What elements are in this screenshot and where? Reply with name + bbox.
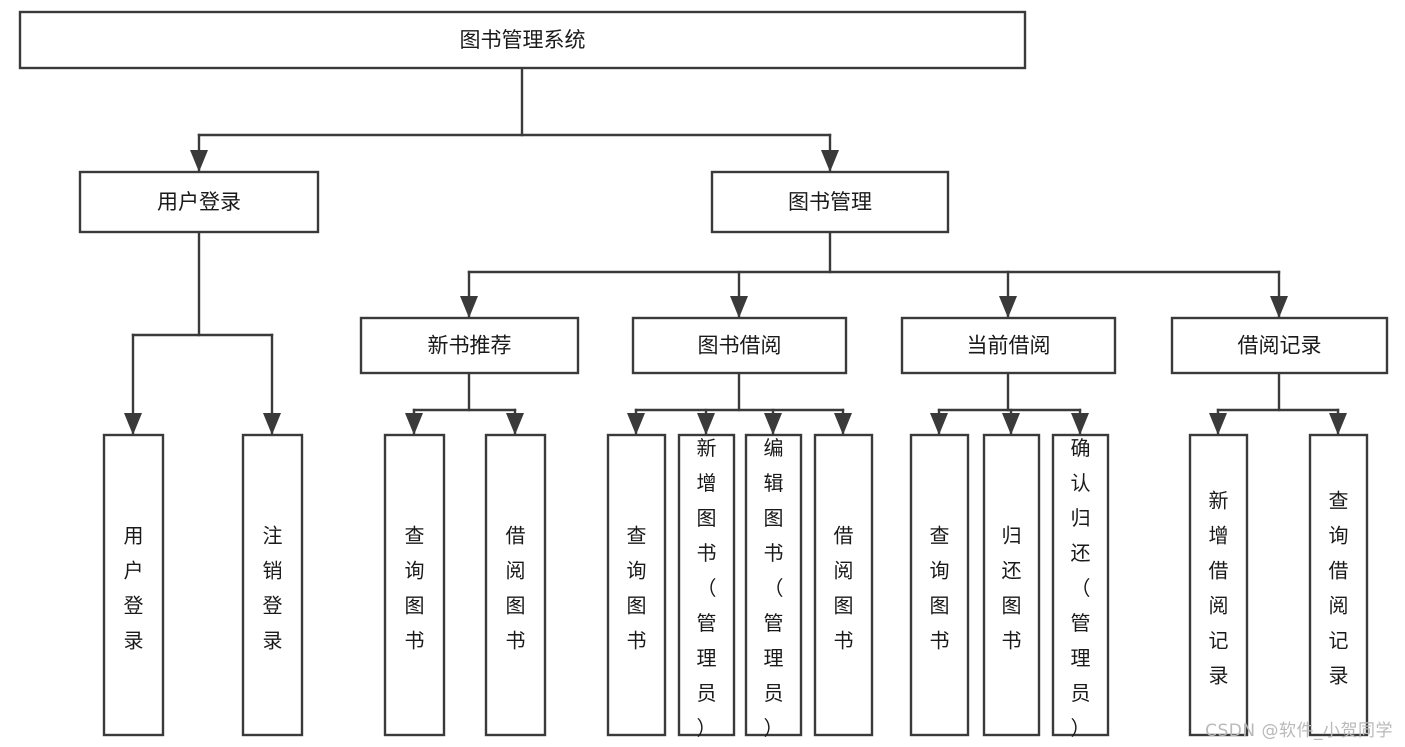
node-label-leaf-query-book-borrow: 查询图书 [627, 523, 647, 652]
node-box-leaf-borrow-book-rec[interactable] [484, 433, 547, 737]
node-box-leaf-query-book-borrow[interactable] [606, 433, 667, 737]
arrow-head-icon [821, 150, 839, 172]
arrow-head-icon [1270, 296, 1288, 318]
node-label-leaf-logout: 注销登录 [263, 523, 283, 652]
arrow-head-icon [627, 413, 645, 435]
node-label-borrow-record: 借阅记录 [1238, 334, 1322, 358]
arrow-head-icon [764, 413, 782, 435]
node-label-leaf-borrow-book: 借阅图书 [834, 523, 854, 652]
node-label-leaf-query-book-current: 查询图书 [930, 523, 950, 652]
node-leaf-return-book[interactable]: 归还图书 [982, 433, 1041, 737]
node-box-leaf-confirm-return[interactable] [1051, 433, 1110, 737]
arrow-head-icon [1329, 413, 1347, 435]
node-leaf-query-book-current[interactable]: 查询图书 [909, 433, 970, 737]
node-label-root: 图书管理系统 [460, 28, 586, 52]
node-label-leaf-return-book: 归还图书 [1002, 523, 1022, 652]
arrow-head-icon [999, 296, 1017, 318]
node-label-user-login: 用户登录 [157, 190, 241, 214]
node-box-leaf-borrow-book[interactable] [813, 433, 874, 737]
node-label-leaf-user-login: 用户登录 [124, 523, 144, 652]
node-leaf-edit-book[interactable]: 编辑图书（管理员） [744, 433, 803, 740]
arrow-head-icon [1071, 413, 1089, 435]
node-box-leaf-user-login[interactable] [102, 433, 165, 737]
node-new-book-recommend[interactable]: 新书推荐 [359, 316, 580, 375]
node-box-leaf-return-book[interactable] [982, 433, 1041, 737]
node-label-leaf-edit-book: 编辑图书（管理员） [764, 436, 784, 740]
node-leaf-query-book-rec[interactable]: 查询图书 [383, 433, 446, 737]
node-label-leaf-add-record: 新增借阅记录 [1209, 488, 1229, 687]
arrow-head-icon [506, 413, 524, 435]
nodes-layer: 图书管理系统用户登录图书管理新书推荐图书借阅当前借阅借阅记录用户登录注销登录查询… [18, 10, 1389, 740]
node-leaf-borrow-book-rec[interactable]: 借阅图书 [484, 433, 547, 737]
node-box-leaf-query-book-rec[interactable] [383, 433, 446, 737]
arrow-head-icon [697, 413, 715, 435]
node-leaf-logout[interactable]: 注销登录 [241, 433, 304, 737]
node-leaf-confirm-return[interactable]: 确认归还（管理员） [1051, 433, 1110, 740]
node-leaf-add-book[interactable]: 新增图书（管理员） [677, 433, 736, 740]
node-label-leaf-query-record: 查询借阅记录 [1329, 488, 1349, 687]
arrow-head-icon [1002, 413, 1020, 435]
node-user-login[interactable]: 用户登录 [78, 170, 320, 234]
arrow-head-icon [190, 150, 208, 172]
node-label-book-borrow: 图书借阅 [698, 334, 782, 358]
node-leaf-query-record[interactable]: 查询借阅记录 [1308, 433, 1369, 737]
arrow-head-icon [730, 296, 748, 318]
node-box-book-management[interactable] [710, 170, 950, 234]
node-box-new-book-recommend[interactable] [359, 316, 580, 375]
node-box-leaf-query-book-current[interactable] [909, 433, 970, 737]
node-label-leaf-add-book: 新增图书（管理员） [697, 436, 717, 740]
node-leaf-add-record[interactable]: 新增借阅记录 [1188, 433, 1249, 737]
node-book-management[interactable]: 图书管理 [710, 170, 950, 234]
node-root[interactable]: 图书管理系统 [18, 10, 1027, 70]
node-borrow-record[interactable]: 借阅记录 [1170, 316, 1389, 375]
node-box-leaf-edit-book[interactable] [744, 433, 803, 737]
node-current-borrow[interactable]: 当前借阅 [900, 316, 1117, 375]
node-box-user-login[interactable] [78, 170, 320, 234]
node-book-borrow[interactable]: 图书借阅 [631, 316, 848, 375]
node-box-current-borrow[interactable] [900, 316, 1117, 375]
arrow-head-icon [834, 413, 852, 435]
node-label-leaf-borrow-book-rec: 借阅图书 [506, 523, 526, 652]
node-label-leaf-query-book-rec: 查询图书 [405, 523, 425, 652]
node-box-leaf-add-book[interactable] [677, 433, 736, 737]
arrow-head-icon [263, 413, 281, 435]
node-leaf-user-login[interactable]: 用户登录 [102, 433, 165, 737]
node-leaf-query-book-borrow[interactable]: 查询图书 [606, 433, 667, 737]
node-label-leaf-confirm-return: 确认归还（管理员） [1071, 436, 1091, 740]
node-leaf-borrow-book[interactable]: 借阅图书 [813, 433, 874, 737]
connectors-layer [124, 66, 1347, 437]
arrow-head-icon [930, 413, 948, 435]
arrow-head-icon [460, 296, 478, 318]
node-box-leaf-logout[interactable] [241, 433, 304, 737]
node-box-book-borrow[interactable] [631, 316, 848, 375]
node-box-leaf-add-record[interactable] [1188, 433, 1249, 737]
node-label-book-management: 图书管理 [788, 190, 872, 214]
node-label-new-book-recommend: 新书推荐 [428, 334, 512, 358]
arrow-head-icon [405, 413, 423, 435]
node-label-current-borrow: 当前借阅 [967, 334, 1051, 358]
node-box-leaf-query-record[interactable] [1308, 433, 1369, 737]
arrow-head-icon [124, 413, 142, 435]
node-box-root[interactable] [18, 10, 1027, 70]
csdn-watermark: CSDN @软件_小贺同学 [1205, 721, 1393, 741]
arrow-head-icon [1209, 413, 1227, 435]
node-box-borrow-record[interactable] [1170, 316, 1389, 375]
